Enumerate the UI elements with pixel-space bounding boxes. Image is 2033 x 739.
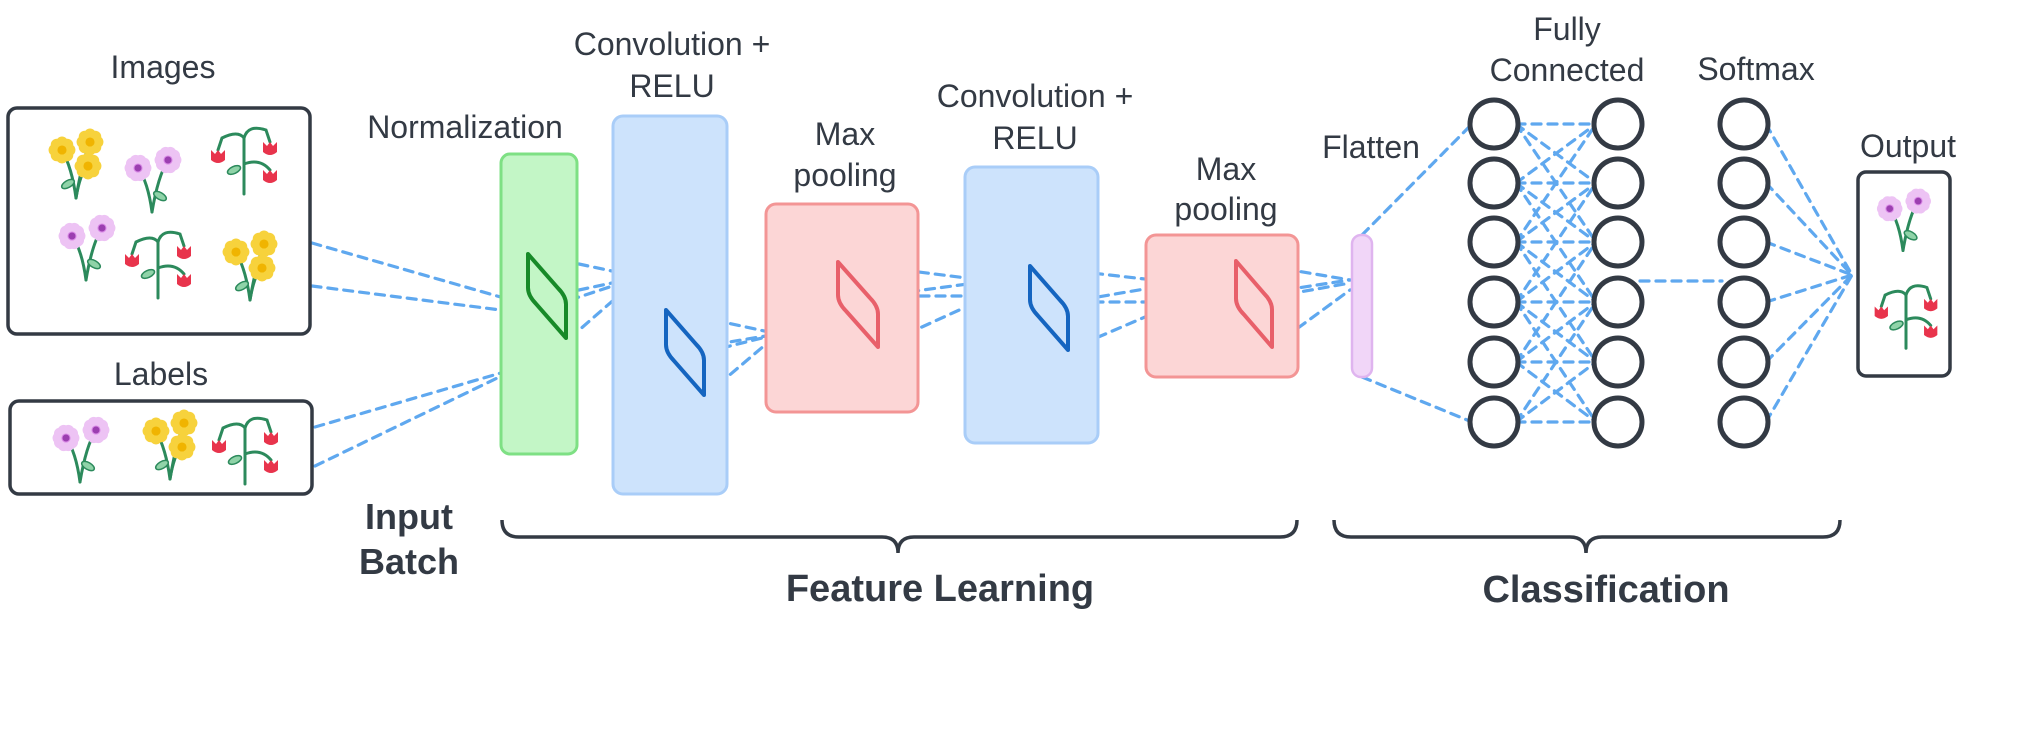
normalization-label: Normalization bbox=[367, 109, 563, 145]
normalization-kernel bbox=[526, 252, 568, 340]
conv1-kernel bbox=[664, 308, 706, 397]
softmax-output-connection bbox=[1764, 181, 1854, 277]
network-nodes bbox=[1467, 97, 1771, 449]
dashed-connection bbox=[1360, 122, 1474, 237]
fc1-node bbox=[1467, 275, 1521, 329]
tulip-icon bbox=[125, 230, 191, 300]
kernels bbox=[526, 252, 1274, 397]
fc2-node bbox=[1591, 215, 1645, 269]
fc-connection bbox=[1514, 181, 1598, 244]
dashed-connection bbox=[310, 284, 534, 316]
fully-connected-label-line1: Fully bbox=[1533, 11, 1601, 47]
daisy-icon bbox=[1876, 188, 1931, 252]
softmax-output-connection bbox=[1764, 122, 1854, 277]
input-batch-label-line1: Input bbox=[365, 496, 453, 537]
fc1-node bbox=[1467, 395, 1521, 449]
images-label: Images bbox=[111, 49, 216, 85]
tulip-icon bbox=[212, 416, 278, 486]
softmax-output-connection bbox=[1764, 273, 1854, 364]
fc2-node bbox=[1591, 395, 1645, 449]
dashed-connection bbox=[313, 366, 520, 429]
sunflower-icon bbox=[222, 230, 278, 302]
conv2-label-line1: Convolution + bbox=[937, 78, 1134, 114]
fc2-node bbox=[1591, 156, 1645, 210]
feature-learning-label: Feature Learning bbox=[786, 568, 1094, 610]
softmax-output-connection bbox=[1764, 273, 1854, 424]
pool2-kernel bbox=[1234, 259, 1274, 349]
normalization-layer bbox=[499, 152, 579, 456]
sunflower-icon bbox=[48, 128, 104, 200]
fc-connection bbox=[1514, 300, 1598, 424]
dashed-connection bbox=[1270, 281, 1352, 299]
softmax-node bbox=[1717, 97, 1771, 151]
fc-connection bbox=[1514, 240, 1598, 304]
conv1-label-line1: Convolution + bbox=[574, 26, 771, 62]
fc-connection bbox=[1514, 181, 1598, 304]
image-flower-icons bbox=[48, 126, 278, 302]
labels-box bbox=[8, 399, 314, 496]
fc1-node bbox=[1467, 156, 1521, 210]
pool2-layer bbox=[1144, 233, 1300, 379]
conv1-layer bbox=[611, 114, 729, 496]
daisy-icon bbox=[58, 214, 116, 282]
softmax-node bbox=[1717, 156, 1771, 210]
classification-brace bbox=[1332, 519, 1842, 554]
pool1-kernel bbox=[836, 260, 880, 349]
fully-connected-label-line2: Connected bbox=[1490, 52, 1645, 88]
flatten-label: Flatten bbox=[1322, 129, 1420, 165]
classification-label: Classification bbox=[1482, 569, 1729, 611]
fc1-node bbox=[1467, 97, 1521, 151]
fc-connection bbox=[1514, 300, 1598, 364]
output-label: Output bbox=[1860, 128, 1956, 164]
conv2-kernel bbox=[1028, 264, 1070, 352]
fc1-node bbox=[1467, 335, 1521, 389]
pool2-label-line1: Max bbox=[1196, 151, 1256, 187]
feature-learning-brace bbox=[500, 519, 1299, 554]
softmax-node bbox=[1717, 395, 1771, 449]
fc1-node bbox=[1467, 215, 1521, 269]
conv2-label-line2: RELU bbox=[992, 120, 1077, 156]
sunflower-icon bbox=[142, 409, 198, 481]
output-flower-icons bbox=[1874, 188, 1938, 350]
flatten-layer bbox=[1350, 233, 1374, 379]
fc2-node bbox=[1591, 275, 1645, 329]
dashed-connection bbox=[313, 366, 520, 468]
fc-connection bbox=[1514, 122, 1598, 185]
dashed-connection bbox=[568, 275, 642, 302]
pool1-label-line1: Max bbox=[815, 116, 875, 152]
softmax-node bbox=[1717, 215, 1771, 269]
pool1-label-line2: pooling bbox=[793, 157, 896, 193]
tulip-icon bbox=[211, 126, 277, 196]
softmax-label: Softmax bbox=[1697, 51, 1814, 87]
softmax-output-connection bbox=[1764, 273, 1854, 304]
fc-connection bbox=[1514, 240, 1598, 364]
fc2-node bbox=[1591, 335, 1645, 389]
fc2-node bbox=[1591, 97, 1645, 151]
softmax-node bbox=[1717, 335, 1771, 389]
fc-connection bbox=[1514, 122, 1598, 244]
fc-connection bbox=[1514, 360, 1598, 424]
labels-label: Labels bbox=[114, 356, 208, 392]
softmax-node bbox=[1717, 275, 1771, 329]
softmax-output-connection bbox=[1764, 240, 1854, 277]
daisy-icon bbox=[124, 146, 182, 214]
label-flower-icons bbox=[52, 409, 278, 486]
dashed-connection bbox=[704, 332, 780, 354]
dashed-connection bbox=[568, 275, 642, 340]
daisy-icon bbox=[52, 416, 110, 484]
tulip-icon bbox=[1874, 284, 1938, 350]
pool2-label-line2: pooling bbox=[1174, 191, 1277, 227]
output-box bbox=[1856, 170, 1952, 378]
conv1-label-line2: RELU bbox=[629, 68, 714, 104]
input-batch-label-line2: Batch bbox=[359, 541, 459, 582]
dashed-connection bbox=[1360, 375, 1474, 424]
dashed-connection bbox=[310, 241, 534, 308]
